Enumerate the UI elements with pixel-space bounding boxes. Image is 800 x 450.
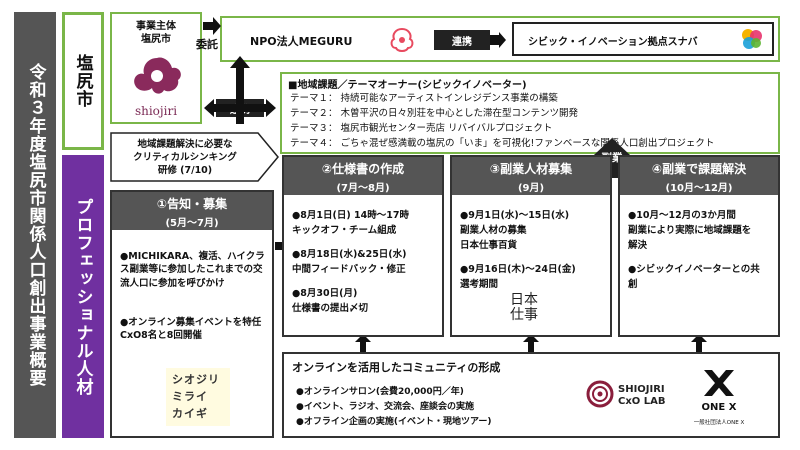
phase-item: 副業により実際に地域課題を (628, 225, 752, 236)
phase-title: ①告知・募集 (156, 197, 228, 211)
entity-label: 事業主体 塩尻市 (112, 20, 200, 46)
community-box: オンラインを活用したコミュニティの形成 ●オンラインサロン(会費20,000円／… (282, 352, 780, 438)
phase-item: ●シビックイノベーターとの共 (628, 264, 760, 275)
phase-item: ●9月1日(水)～15日(水) (460, 210, 570, 221)
phase-item: ●8月30日(月) (292, 288, 358, 299)
phase-title: ④副業で課題解決 (651, 162, 747, 176)
phase-item: ●9月16日(木)～24日(金) (460, 264, 576, 275)
phase-item: 選考期間 (460, 279, 499, 290)
phase-announce: ①告知・募集 (5月～7月) ●MICHIKARA、複活、ハイクラス副業等に参加… (110, 190, 274, 438)
arrow-right-icon (490, 32, 506, 48)
cxo-lab-logo-icon (586, 380, 614, 408)
onex-subtitle: 一般社団法人ONE X (693, 420, 745, 426)
partner-box: NPO法人MEGURU 連携 シビック・イノベーション拠点スナバ (220, 16, 780, 62)
phase-header: ③副業人材募集 (9月) (452, 157, 610, 195)
community-item: ●オフライン企画の実施(イベント・現地ツアー) (296, 417, 492, 427)
cxo-line-2: CxO LAB (618, 396, 666, 407)
entity-line-2: 塩尻市 (141, 34, 171, 45)
community-item: ●イベント、ラジオ、交流会、座談会の実施 (296, 402, 474, 412)
phase-solve: ④副業で課題解決 (10月～12月) ●10月～12月の3か月間 副業により実際… (618, 155, 780, 337)
region-talent-text: プロフェッショナル人材 (72, 197, 93, 396)
consign-label: 委託 (196, 38, 218, 51)
phase-header: ②仕様書の作成 (7月～8月) (284, 157, 442, 195)
npo-logo-icon (390, 27, 414, 52)
main-title-bar: 令和３年度塩尻市関係人口創出事業概要 (14, 12, 56, 438)
phase-period: (10月～12月) (665, 183, 733, 194)
city-logo-text: shiojiri (134, 104, 178, 118)
collab-badge-mid: 連携 (216, 99, 264, 117)
collab-badge-top: 連携 (434, 30, 490, 50)
phase-item: ●MICHIKARA、複活、ハイクラス副業等に参加したこれまでの交流人口に参加を… (120, 251, 265, 289)
phase-item: ●オンライン募集イベントを特任CxO8名と8回開催 (120, 317, 262, 342)
logo-line: カイギ (172, 407, 208, 420)
phase-period: (7月～8月) (336, 183, 390, 194)
theme-item: テーマ２： 木曽平沢の日々別荘を中心とした滞在型コンテンツ開発 (290, 108, 579, 119)
logo-line: シオジリ (172, 373, 220, 386)
phase-item: 日本仕事百貨 (460, 240, 518, 251)
training-box: 地域課題解決に必要な クリティカルシンキング 研修 (7/10) (110, 132, 280, 182)
cxo-line-1: SHIOJIRI (618, 384, 665, 395)
mirai-kaigi-logo: シオジリ ミライ カイギ (166, 368, 230, 426)
community-title: オンラインを活用したコミュニティの形成 (292, 361, 501, 374)
onex-name: ONE X (701, 402, 737, 413)
stamp-line: 仕事 (510, 306, 538, 323)
arrow-right-icon (203, 17, 221, 35)
phase-item: キックオフ・チーム組成 (292, 225, 397, 236)
cxo-lab-name: SHIOJIRI CxO LAB (618, 384, 666, 408)
civic-name: シビック・イノベーション拠点スナバ (528, 37, 698, 48)
training-line-1: 地域課題解決に必要な (137, 139, 233, 150)
phase-item: 副業人材の募集 (460, 225, 527, 236)
onex-logo-icon (704, 370, 734, 396)
themes-box: ■地域課題／テーマオーナー(シビックイノベーター) テーマ１： 持続可能なアーテ… (280, 72, 780, 154)
phase-title: ②仕様書の作成 (321, 162, 405, 176)
training-text: 地域課題解決に必要な クリティカルシンキング 研修 (7/10) (116, 139, 254, 177)
phase-recruit: ③副業人材募集 (9月) ●9月1日(水)～15日(水) 副業人材の募集 日本仕… (450, 155, 612, 337)
phase-header: ④副業で課題解決 (10月～12月) (620, 157, 778, 195)
phase-item: 仕様書の提出〆切 (292, 303, 369, 314)
phase-item: 中間フィードバック・修正 (292, 264, 406, 275)
city-flower-logo-icon (126, 52, 188, 100)
entity-box: 事業主体 塩尻市 shiojiri (110, 12, 202, 124)
civic-logo-icon (742, 29, 762, 49)
region-city-text: 塩尻市 (72, 54, 93, 108)
training-arrow-shape (110, 132, 279, 182)
stamp-line: 日本 (510, 292, 538, 308)
phase-item: ●8月18日(水)&25日(水) (292, 249, 407, 260)
region-city-label: 塩尻市 (62, 12, 104, 150)
theme-item: テーマ１： 持続可能なアーティストインレジデンス事業の構築 (290, 93, 558, 104)
phase-item: ●10月～12月の3か月間 (628, 210, 736, 221)
nihon-shigoto-logo: 日本 仕事 (510, 293, 538, 322)
npo-name: NPO法人MEGURU (250, 35, 353, 48)
phase-item: 解決 (628, 240, 648, 251)
region-talent-label: プロフェッショナル人材 (62, 155, 104, 438)
logo-line: ミライ (172, 390, 208, 403)
entity-line-1: 事業主体 (136, 21, 176, 32)
training-line-3: 研修 (7/10) (157, 164, 213, 176)
theme-item: テーマ３： 塩尻市観光センター売店 リバイバルプロジェクト (290, 123, 553, 134)
phase-item: ●8月1日(日) 14時～17時 (292, 210, 409, 221)
phase-item: 創 (628, 279, 638, 290)
theme-item: テーマ４： ごちゃ混ぜ感満載の塩尻の「いま」を可視化!ファンベースな関係人口創出… (290, 138, 715, 149)
training-line-2: クリティカルシンキング (133, 151, 237, 163)
community-item: ●オンラインサロン(会費20,000円／年) (296, 387, 464, 397)
main-title: 令和３年度塩尻市関係人口創出事業概要 (25, 63, 46, 387)
themes-title: ■地域課題／テーマオーナー(シビックイノベーター) (288, 80, 527, 91)
civic-box: シビック・イノベーション拠点スナバ (512, 22, 774, 56)
phase-title: ③副業人材募集 (489, 162, 573, 176)
phase-period: (9月) (517, 183, 545, 194)
phase-header: ①告知・募集 (5月～7月) (112, 192, 272, 230)
phase-spec: ②仕様書の作成 (7月～8月) ●8月1日(日) 14時～17時 キックオフ・チ… (282, 155, 444, 337)
phase-period: (5月～7月) (165, 218, 219, 229)
